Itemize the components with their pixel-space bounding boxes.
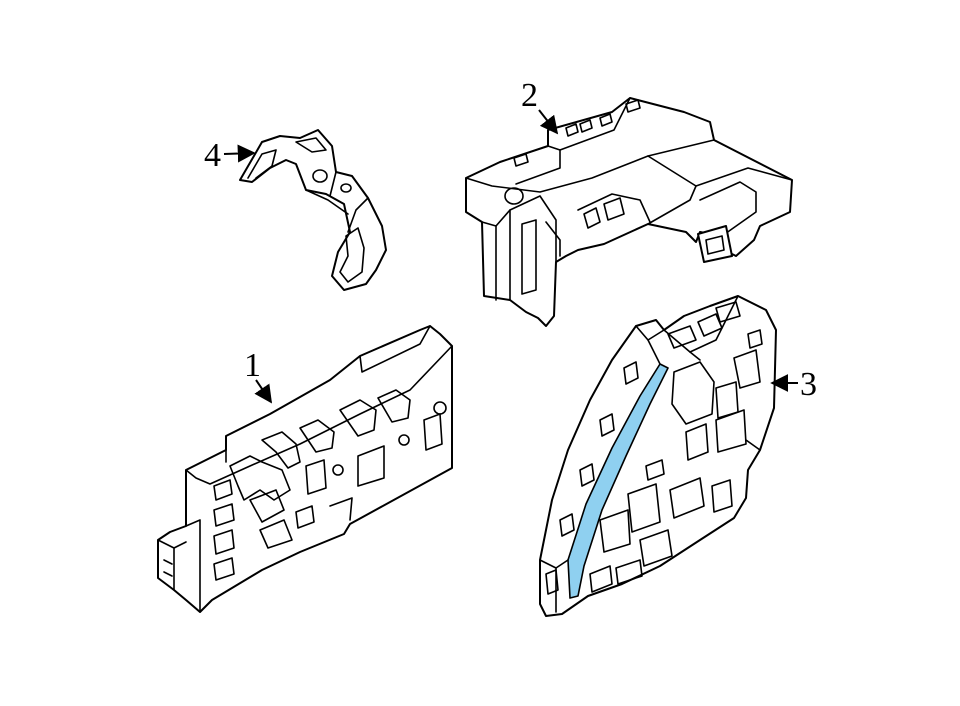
callout-arrow-4 xyxy=(223,144,256,163)
bracket-part-4[interactable] xyxy=(239,129,387,291)
callout-arrow-2 xyxy=(538,109,559,135)
module-part-3[interactable] xyxy=(539,295,777,617)
callout-label-2: 2 xyxy=(521,77,538,114)
callout-label-4: 4 xyxy=(204,137,221,174)
callout-label-1: 1 xyxy=(244,347,261,384)
callout-2: 2 xyxy=(521,77,559,135)
callout-label-3: 3 xyxy=(800,366,817,403)
callout-arrow-1 xyxy=(254,379,273,404)
callout-3: 3 xyxy=(770,366,817,403)
module-part-2[interactable] xyxy=(465,97,793,327)
callout-4: 4 xyxy=(204,137,256,174)
callout-1: 1 xyxy=(244,347,273,404)
highlight-rail xyxy=(567,363,669,599)
module-part-1[interactable] xyxy=(157,325,453,613)
